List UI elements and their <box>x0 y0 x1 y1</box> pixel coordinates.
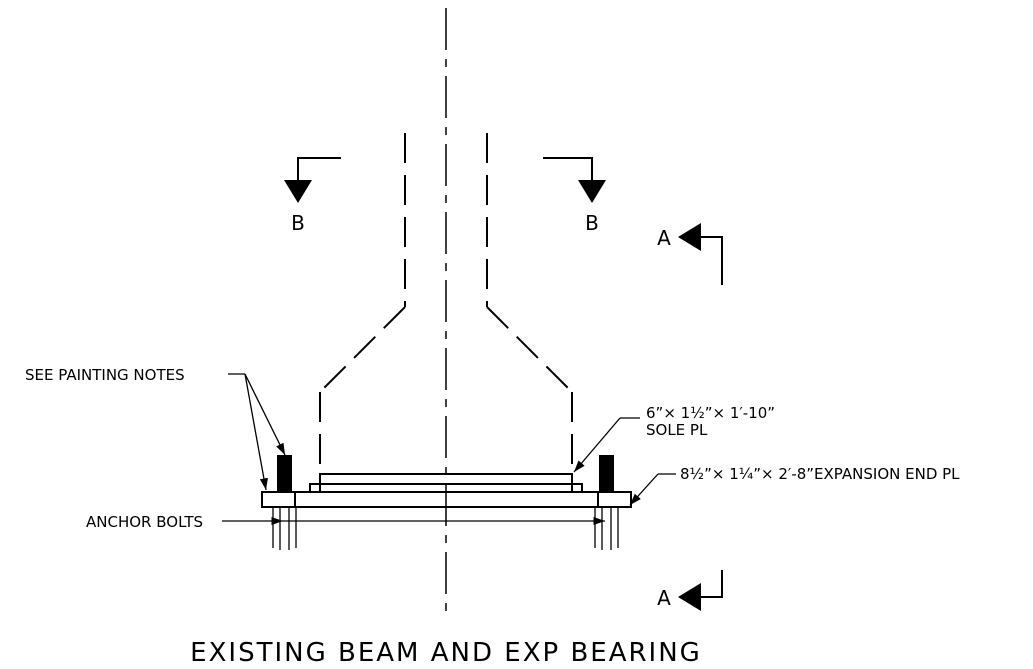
sole-plate-lug-right <box>571 483 583 493</box>
section-a-marker-top: A <box>657 223 723 285</box>
section-b-label-left: B <box>291 211 305 235</box>
section-b-label-right: B <box>585 211 599 235</box>
drawing-title: EXISTING BEAM AND EXP BEARING <box>190 638 702 668</box>
painting-notes-leaders <box>228 373 286 491</box>
anchor-bolts-label: ANCHOR BOLTS <box>86 513 203 531</box>
anchor-bolt-left <box>272 455 297 550</box>
sole-pl-label-line2: SOLE PL <box>646 421 708 439</box>
section-a-marker-bottom: A <box>657 570 723 611</box>
anchor-bolt-right <box>594 455 619 550</box>
sole-plate-lug-left <box>309 483 321 493</box>
section-a-label-bottom: A <box>657 586 671 610</box>
section-a-label-top: A <box>657 226 671 250</box>
section-b-marker-right: B <box>543 157 606 235</box>
sole-plate <box>319 473 573 485</box>
expansion-pl-label: 8½”× 1¼”× 2′-8”EXPANSION END PL <box>680 465 960 483</box>
beam-outline-hidden <box>319 133 573 474</box>
section-b-marker-left: B <box>284 157 341 235</box>
painting-notes-label: SEE PAINTING NOTES <box>25 366 185 384</box>
sole-pl-label-line1: 6”× 1½”× 1′-10” <box>646 404 775 422</box>
